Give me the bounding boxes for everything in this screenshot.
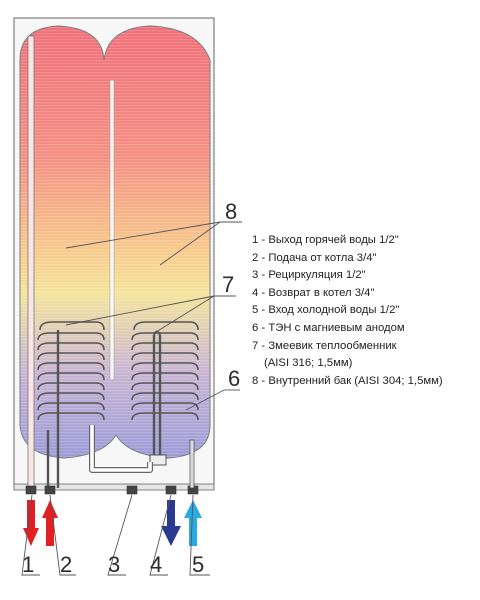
callout-coil: 7	[222, 272, 234, 297]
bottom-fittings	[25, 439, 199, 495]
legend-item-8: 8 - Внутренний бак (AISI 304; 1,5мм)	[252, 374, 443, 387]
legend-item-3: 3 - Рециркуляция 1/2"	[252, 269, 366, 282]
legend-item-2: 2 - Подача от котла 3/4"	[252, 251, 377, 264]
callout-heater: 6	[228, 366, 240, 391]
legend: 1 - Выход горячей воды 1/2" 2 - Подача о…	[252, 232, 477, 390]
legend-item-1: 1 - Выход горячей воды 1/2"	[252, 234, 399, 246]
label-hot-water-outlet: 1	[22, 552, 34, 577]
label-boiler-supply: 2	[60, 552, 72, 577]
heating-element	[149, 330, 167, 466]
hot-water-outlet-tube	[27, 35, 35, 489]
coil-right	[131, 321, 199, 421]
label-recirculation: 3	[108, 552, 120, 577]
inner-tank	[19, 25, 211, 459]
legend-item-5: 5 - Вход холодной воды 1/2"	[252, 304, 400, 317]
callout-tank: 8	[225, 199, 237, 224]
legend-item-6: 6 - ТЭН с магниевым анодом	[252, 321, 405, 334]
casing-bottom-plate	[13, 483, 215, 491]
coil-connection-pipe	[89, 425, 153, 473]
arrow-cold-in	[184, 500, 202, 546]
arrow-hot-out	[23, 500, 39, 546]
legend-item-7: 7 - Змеевик теплообменник	[252, 339, 397, 352]
label-cold-water-inlet: 5	[192, 552, 204, 577]
legend-item-4: 4 - Возврат в котел 3/4"	[252, 286, 375, 299]
legend-item-7-detail: (AISI 316; 1,5мм)	[264, 357, 353, 370]
arrow-boiler-supply	[42, 500, 58, 546]
arrow-boiler-return	[161, 500, 181, 546]
leader-lines	[21, 221, 242, 576]
label-boiler-return: 4	[150, 552, 162, 577]
coil-left	[37, 321, 105, 488]
